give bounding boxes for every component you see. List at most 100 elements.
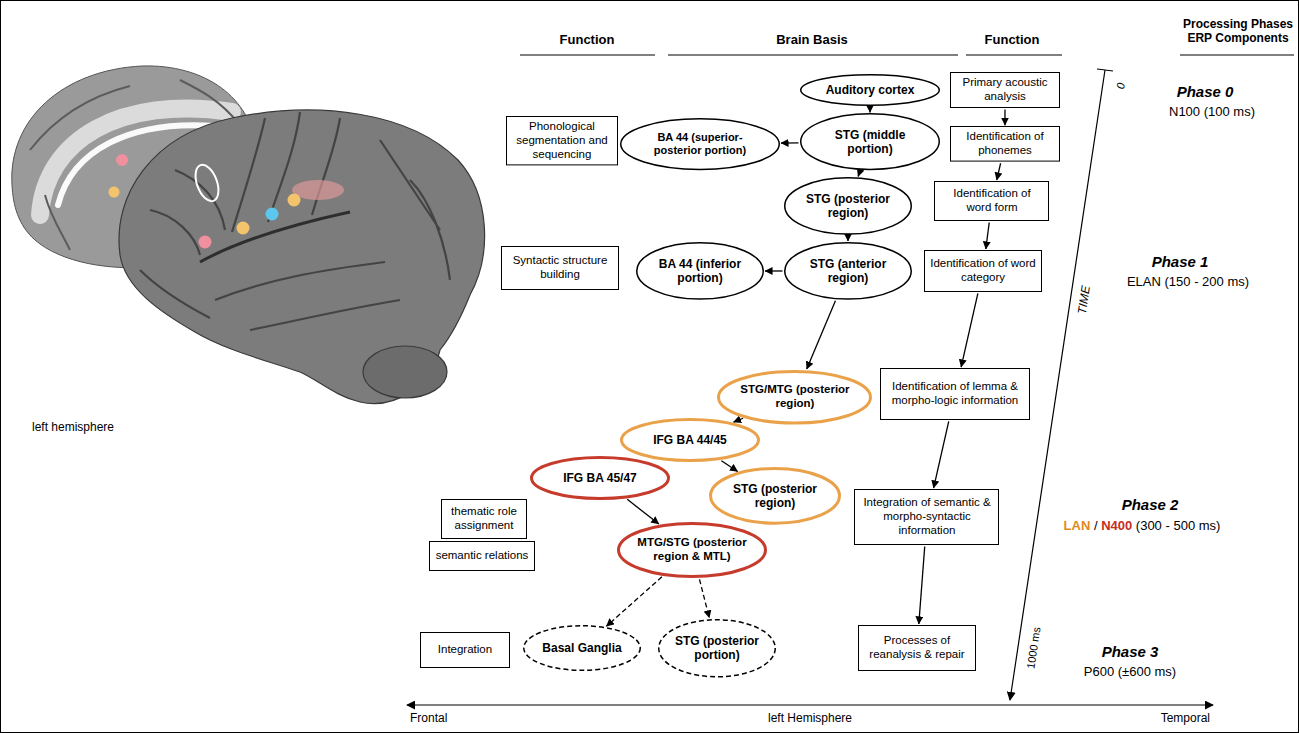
time-axis-label: 0 (1114, 82, 1128, 90)
connector-arrow (961, 293, 978, 367)
function-box: Processes of reanalysis & repair (858, 625, 976, 671)
header-rule (966, 55, 1062, 56)
function-text: Identification of word category (929, 257, 1037, 285)
erp-component: N100 (100 ms) (1169, 104, 1255, 120)
brain-region-ellipse: STG/MTG (posterior region) (717, 370, 872, 425)
function-box: Identification of lemma & morpho-logic i… (880, 368, 1030, 420)
column-header: Brain Basis (776, 32, 848, 48)
activation-dot (199, 236, 212, 249)
connector-arrow (765, 270, 783, 271)
function-text: Integration (438, 643, 492, 657)
region-ellipse (710, 469, 839, 524)
column-header: Function (560, 32, 615, 48)
header-rule (1180, 55, 1294, 56)
brain-region-ellipse: BA 44 (superior-posterior portion) (620, 118, 780, 170)
erp-word: (300 (1132, 518, 1162, 533)
band-shape (416, 362, 1255, 607)
function-text: Syntactic structure building (506, 254, 614, 282)
region-ellipse (801, 75, 940, 106)
cerebellum (363, 346, 447, 398)
time-axis-label: TIME (1075, 285, 1093, 315)
region-ellipse (719, 371, 871, 423)
function-box: Identification of phonemes (950, 126, 1060, 162)
region-name: STG (posterior region) (798, 192, 898, 221)
region-ellipse (659, 619, 776, 676)
box-rect (880, 369, 1029, 420)
function-text: Identification of lemma & morpho-logic i… (885, 380, 1025, 408)
region-name: IFG BA 44/45 (653, 433, 727, 447)
phase-title: Phase 2 (1122, 496, 1179, 514)
function-text: thematic role assignment (446, 505, 522, 533)
region-name: MTG/STG (posterior region & MTL) (633, 536, 750, 564)
connector-arrow (997, 163, 1001, 180)
function-text: Primary acoustic analysis (955, 76, 1055, 104)
box-rect (506, 117, 617, 165)
figure-caption-label: left hemisphere (32, 420, 114, 434)
connector-arrow (986, 222, 989, 249)
header-rules (520, 55, 1294, 56)
column-header: Function (985, 32, 1040, 48)
activation-dot (109, 187, 120, 198)
activation-dot (266, 208, 279, 221)
erp-component: P600 (±600 ms) (1084, 664, 1176, 680)
connector-arrow (781, 142, 799, 144)
connector-arrow (1004, 110, 1005, 126)
phase-band: Phase 1 ELAN (150 - 200 ms) STG (posterior… (459, 165, 1278, 362)
connector-arrow (721, 461, 737, 472)
erp-word: N400 (1098, 518, 1133, 533)
connector-arrow (734, 418, 744, 422)
activation-dot (237, 222, 250, 235)
box-rect (420, 633, 509, 668)
connector-arrow (919, 546, 925, 624)
box-rect (950, 73, 1059, 108)
phase-band: Phase 3P600 (±600 ms)IntegrationBasal Ga… (399, 607, 1226, 700)
axis-label: Temporal (1161, 711, 1210, 725)
erp-word: ms) (1195, 518, 1220, 533)
column-header: Processing Phases ERP Components (1176, 17, 1299, 46)
box-rect (855, 490, 999, 545)
region-name: Basal Ganglia (542, 641, 621, 655)
connector-arrow (858, 172, 860, 177)
activation-dot (116, 154, 128, 166)
function-box: semantic relations (429, 541, 535, 571)
region-ellipse (785, 243, 912, 299)
erp-component: LAN / N400 (300 - 500 ms) (1064, 518, 1221, 534)
hemisphere-axis (407, 704, 1213, 705)
brain-region-ellipse: IFG BA 45/47 (530, 456, 670, 500)
region-name: STG (anterior region) (798, 257, 898, 286)
function-box: Integration of semantic & morpho-syntact… (854, 489, 999, 545)
region-ellipse (801, 114, 940, 170)
connector-arrow (847, 236, 848, 241)
function-text: Identification of word form (939, 187, 1044, 215)
box-rect (441, 500, 526, 539)
phase-band: Phase 0N100 (100 ms)Auditory cortexPrima… (494, 62, 1290, 165)
box-rect (501, 247, 618, 290)
axis-label: Frontal (410, 711, 447, 725)
box-rect (924, 251, 1041, 292)
phase-title: Phase 1 (1152, 253, 1209, 271)
connector-arrow (934, 421, 949, 488)
brain-region-ellipse: IFG BA 44/45 (620, 418, 760, 462)
time-axis-label: 1000 ms (1024, 626, 1043, 670)
erp-word: - (1162, 518, 1170, 533)
region-name: IFG BA 45/47 (563, 471, 637, 485)
region-ellipse (531, 458, 668, 499)
box-rect (950, 127, 1059, 162)
function-text: Integration of semantic & morpho-syntact… (859, 496, 994, 537)
region-name: STG (posterior region) (724, 482, 827, 511)
function-box: Integration (420, 632, 510, 668)
region-name: BA 44 (superior-posterior portion) (638, 131, 763, 157)
connector-arrow (627, 499, 659, 524)
erp-word: / (1090, 518, 1097, 533)
brain-region-ellipse: MTG/STG (posterior region & MTL) (617, 522, 767, 578)
region-name: BA 44 (inferior portion) (650, 257, 750, 286)
erp-component: ELAN (150 - 200 ms) (1127, 274, 1249, 290)
erp-word: LAN (1064, 518, 1091, 533)
region-ellipse (618, 524, 765, 577)
band-shape (459, 165, 1278, 362)
region-circle (191, 162, 223, 205)
region-name: Auditory cortex (826, 83, 915, 97)
box-rect (429, 542, 534, 571)
